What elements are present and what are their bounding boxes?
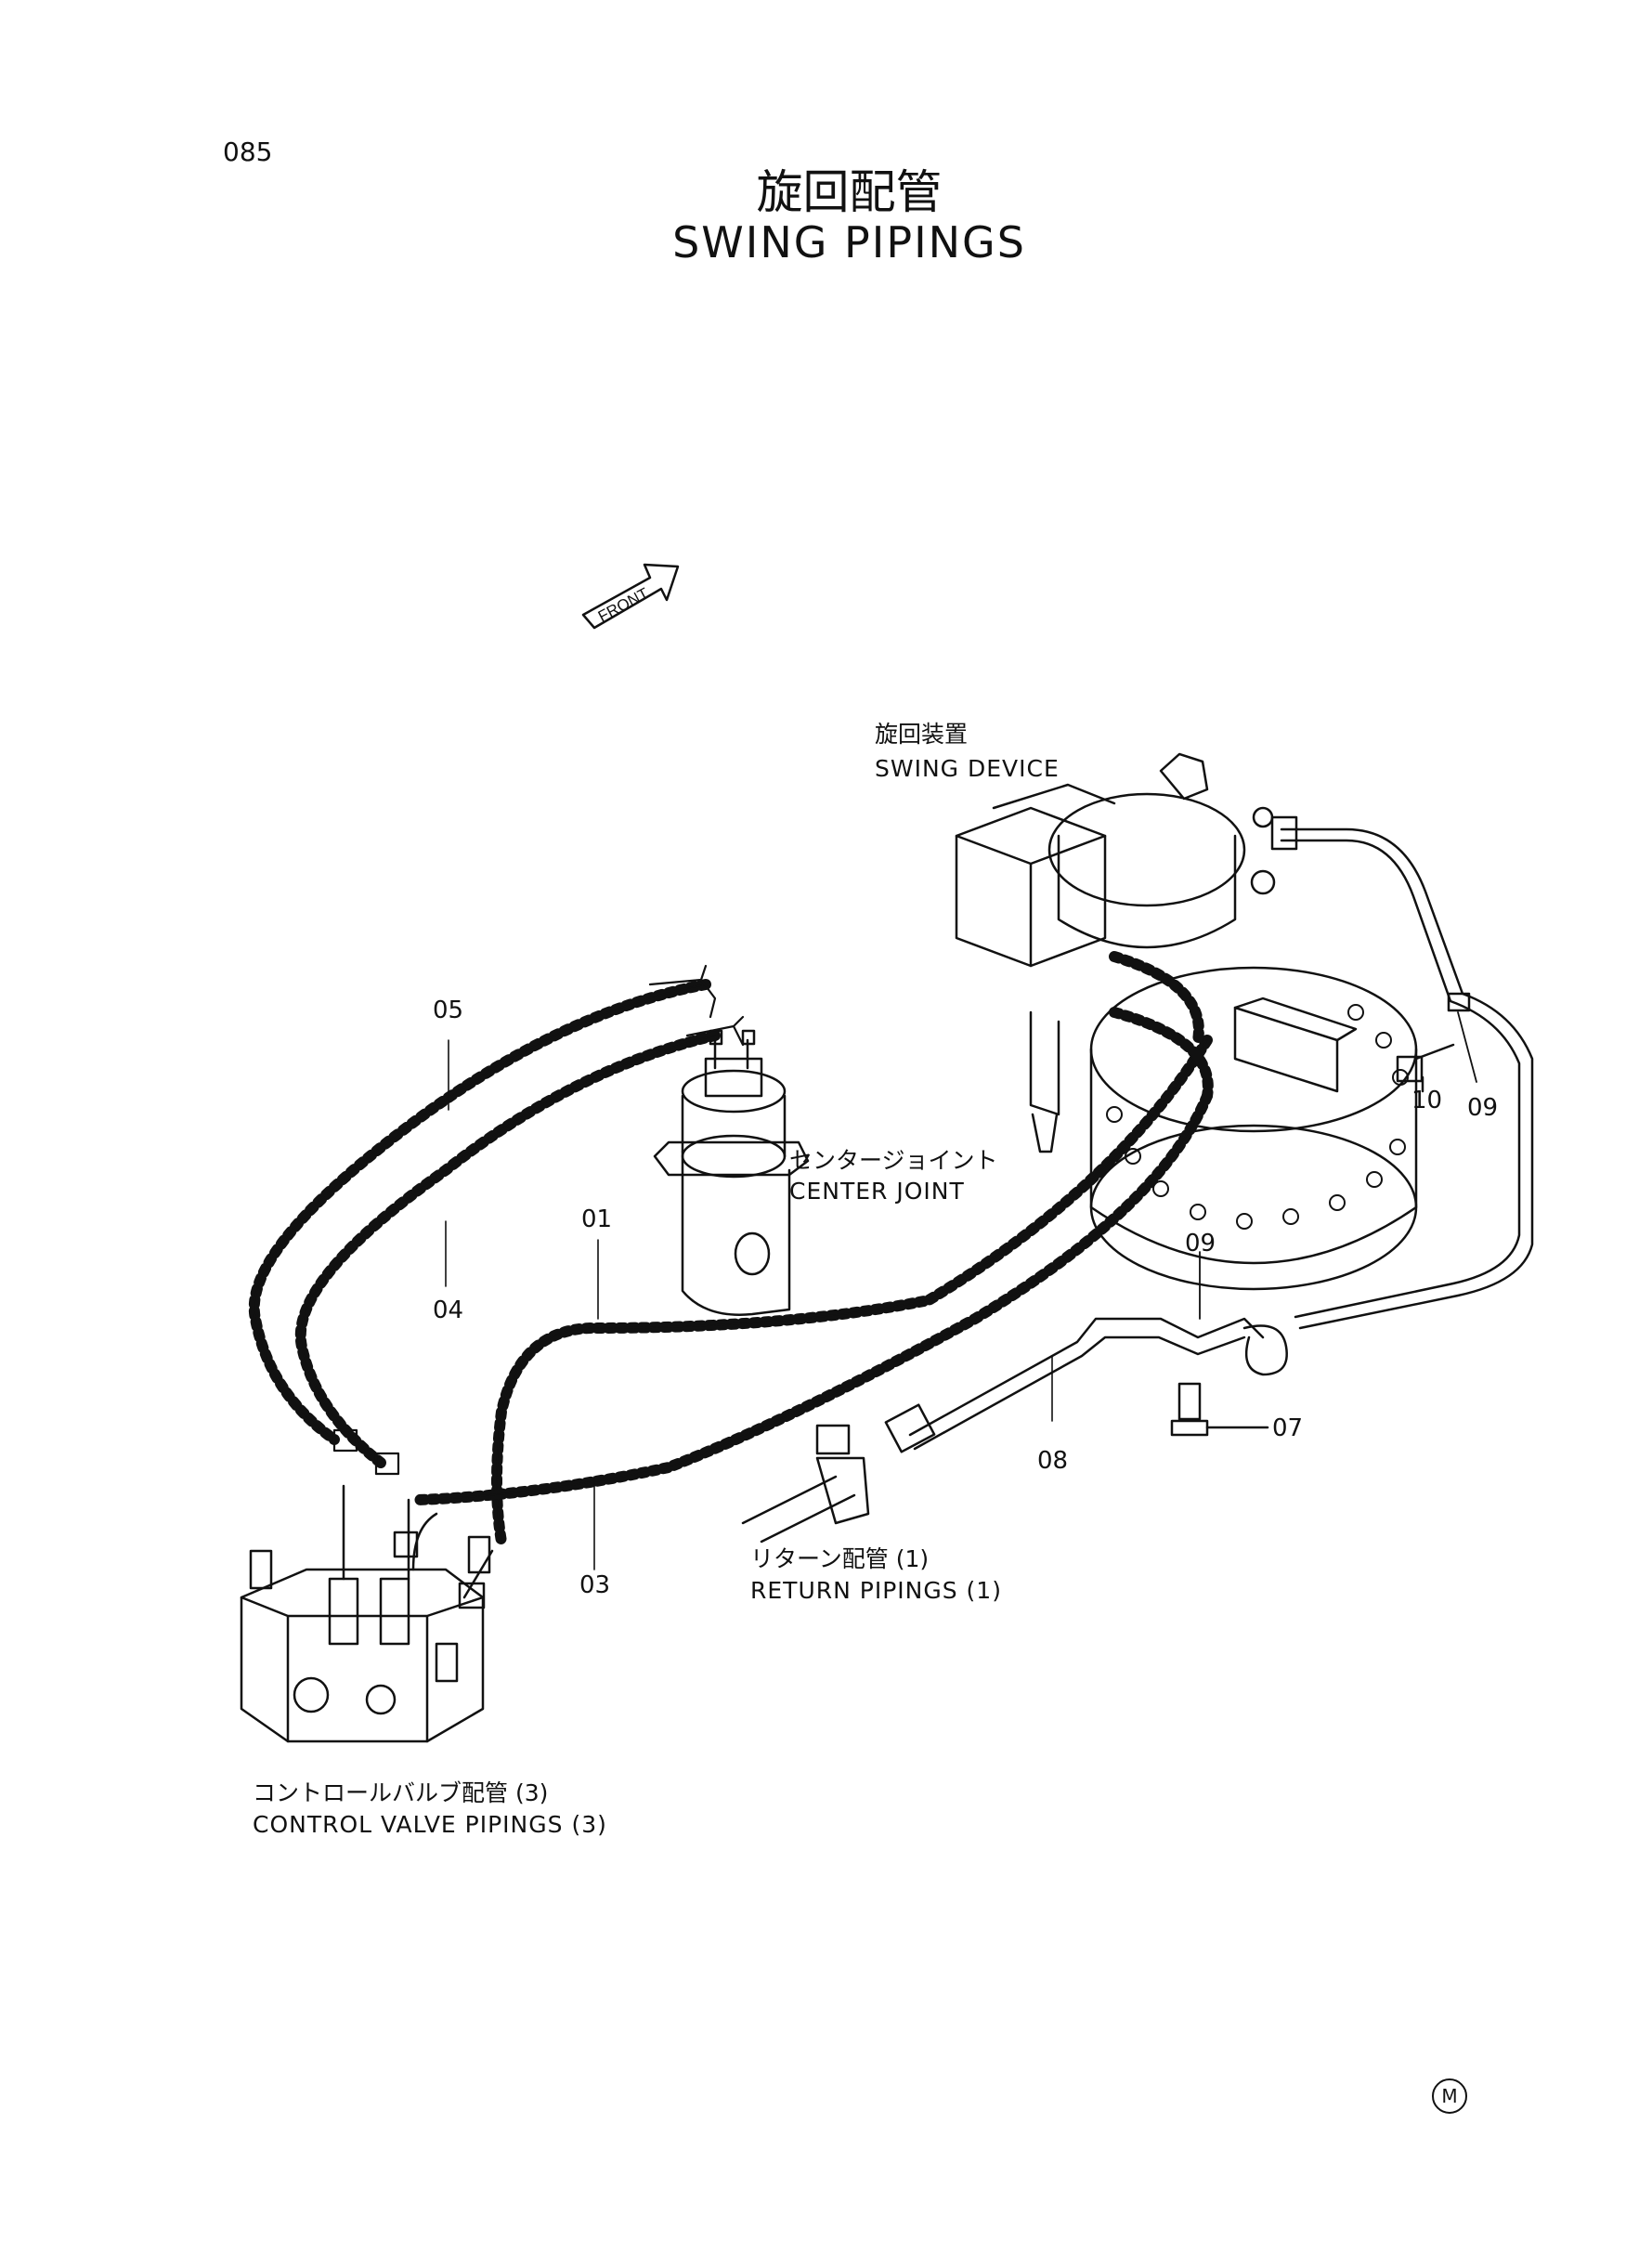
control-valve-label-jp: コントロールバルブ配管 (3) <box>253 1779 549 1806</box>
hose-05 <box>248 979 711 1445</box>
center-joint-label-en: CENTER JOINT <box>789 1178 965 1205</box>
front-arrow-label: FRONT <box>595 584 652 625</box>
swing-device <box>955 752 1418 1291</box>
return-pipings-label-jp: リターン配管 (1) <box>750 1545 930 1572</box>
center-joint <box>653 1029 810 1316</box>
part-number-05: 05 <box>433 997 464 1024</box>
swing-device-label-en: SWING DEVICE <box>875 755 1060 782</box>
control-valve <box>240 1484 494 1743</box>
manual-mark-icon: M <box>1432 2078 1467 2114</box>
swing-device-label-jp: 旋回装置 <box>875 721 969 748</box>
part-number-01: 01 <box>581 1205 613 1233</box>
part-number-07: 07 <box>1272 1414 1304 1442</box>
part-number-09-lower: 09 <box>1185 1230 1216 1257</box>
leader-lines <box>445 1039 1053 1570</box>
return-pipings-label-en: RETURN PIPINGS (1) <box>750 1577 1002 1604</box>
part-number-04: 04 <box>433 1296 464 1324</box>
center-joint-label-jp: センタージョイント <box>789 1147 998 1174</box>
page-title-en: SWING PIPINGS <box>672 217 1026 267</box>
bolt-10 <box>1396 1043 1455 1093</box>
control-valve-label-en: CONTROL VALVE PIPINGS (3) <box>253 1811 607 1838</box>
part-number-09-upper: 09 <box>1467 1094 1499 1122</box>
manual-mark-letter: M <box>1441 2085 1458 2107</box>
bolt-07 <box>1170 1382 1269 1437</box>
front-arrow: FRONT <box>581 563 680 630</box>
part-number-03: 03 <box>579 1571 611 1599</box>
return-pipe-stub <box>741 1424 870 1544</box>
pipe-09 <box>1270 815 1534 1330</box>
page-title-jp: 旋回配管 <box>756 165 943 219</box>
pipe-08 <box>884 1317 1288 1453</box>
hose-01 <box>491 1035 1213 1547</box>
page-number: 085 <box>223 137 273 167</box>
part-number-08: 08 <box>1037 1447 1069 1475</box>
part-number-10: 10 <box>1411 1087 1443 1114</box>
